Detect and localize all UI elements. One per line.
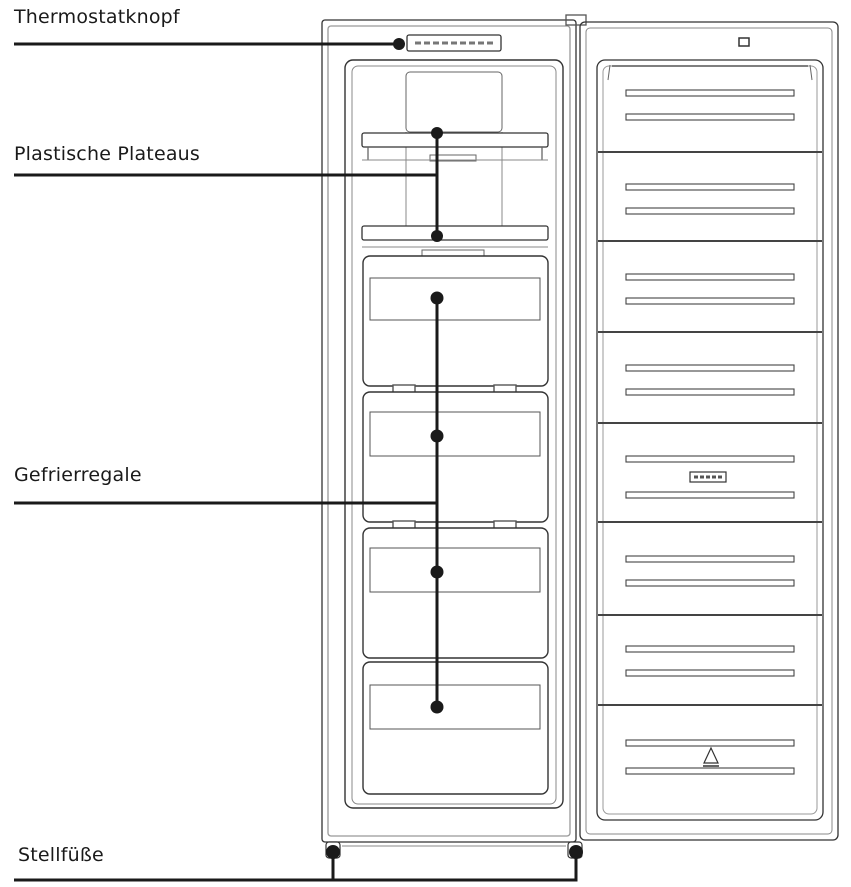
freezer-drawer-3 <box>362 520 549 659</box>
callout-plastic-plateaus <box>14 127 443 242</box>
label-plastic-plateaus: Plastische Plateaus <box>14 143 201 165</box>
freezer-drawer-1 <box>362 255 549 387</box>
label-freezer-shelves: Gefrierregale <box>14 464 142 486</box>
label-thermostat: Thermostatknopf <box>14 6 180 28</box>
callout-thermostat <box>14 38 405 50</box>
plastic-plateau-lower <box>361 225 549 257</box>
door-shelves <box>598 89 822 775</box>
callout-adjustable-feet <box>14 852 578 882</box>
label-adjustable-feet: Stellfüße <box>18 844 104 866</box>
door-display-icon <box>689 471 727 483</box>
freezer-drawer-4 <box>362 661 549 795</box>
plastic-plateau-upper <box>361 132 549 162</box>
freezer-cabinet <box>321 19 577 843</box>
door-logo-icon <box>703 746 719 767</box>
adjustable-feet <box>325 841 583 859</box>
freezer-door <box>565 14 839 841</box>
callout-freezer-shelves <box>14 291 444 714</box>
freezer-drawer-2 <box>362 384 549 523</box>
thermostat-knob-panel <box>406 34 502 52</box>
